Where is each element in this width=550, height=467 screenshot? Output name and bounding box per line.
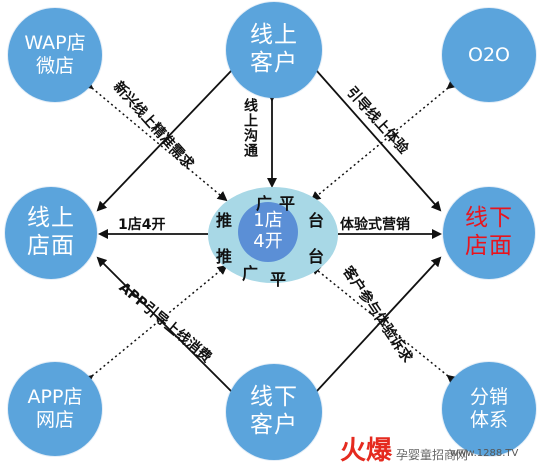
edge-app-center [82,264,228,385]
edge-offlinecust-onlinestore [96,256,233,393]
watermark-logo: 火爆 [340,436,393,466]
node-offline-customer-line1: 线下 [250,384,298,411]
node-online-store: 线上 店面 [5,187,97,279]
node-app-store: APP店 网店 [8,362,102,456]
edge-o2o-center [310,79,458,202]
node-o2o: O2O [442,8,536,102]
edge-wap-center [82,79,228,202]
center-hub-core: 1店 4开 [238,202,298,262]
node-online-store-line2: 店面 [27,233,75,259]
node-offline-store: 线下 店面 [443,187,535,279]
edge-fenxiao-center [310,264,458,385]
center-core-line2: 4开 [253,231,283,252]
ring-right-top-char: 台 [308,211,325,230]
node-fenxiao-line2: 体系 [469,409,508,431]
ring-bottom-char2: 平 [270,270,287,289]
watermark: 火爆 孕婴童招商网 [340,430,468,467]
node-offline-customer: 线下 客户 [226,364,322,460]
node-offline-customer-line2: 客户 [250,412,298,438]
node-online-store-line1: 线上 [27,205,75,232]
node-fenxiao: 分销 体系 [442,362,536,456]
node-offline-store-line2: 店面 [465,233,513,259]
node-online-customer-line1: 线上 [250,22,298,49]
edge-onlinecust-offlinestore [315,69,442,212]
node-app-line1: APP店 [27,386,83,409]
watermark-url: www.1288.TV [450,448,519,459]
node-offline-store-line1: 线下 [465,205,513,232]
node-wap-line1: WAP店 [24,32,86,55]
node-app-line2: 网店 [35,409,74,431]
node-wap-line2: 微店 [35,55,74,77]
ring-right-bottom-char: 台 [308,247,325,266]
ring-left-bottom-char: 推 [216,247,233,266]
node-online-customer: 线上 客户 [226,2,322,98]
center-core-line1: 1店 [253,210,283,232]
label-left: 1店4开 [118,217,166,233]
node-wap-store: WAP店 微店 [8,8,102,102]
node-o2o-line1: O2O [468,43,510,66]
edge-offlinecust-offlinestore [315,256,442,393]
ring-top-char2: 平 [279,194,296,213]
ring-left-top-char: 推 [216,211,233,230]
edge-onlinecust-onlinestore [96,69,233,212]
label-right: 体验式营销 [340,217,410,233]
ring-bottom-char1: 广 [242,264,259,283]
node-online-customer-line2: 客户 [250,50,298,76]
ring-top-char1: 广 [256,194,273,213]
node-fenxiao-line1: 分销 [469,386,508,409]
label-vertical: 线上沟通 [242,98,258,158]
watermark-text: 孕婴童招商网 [396,448,469,462]
